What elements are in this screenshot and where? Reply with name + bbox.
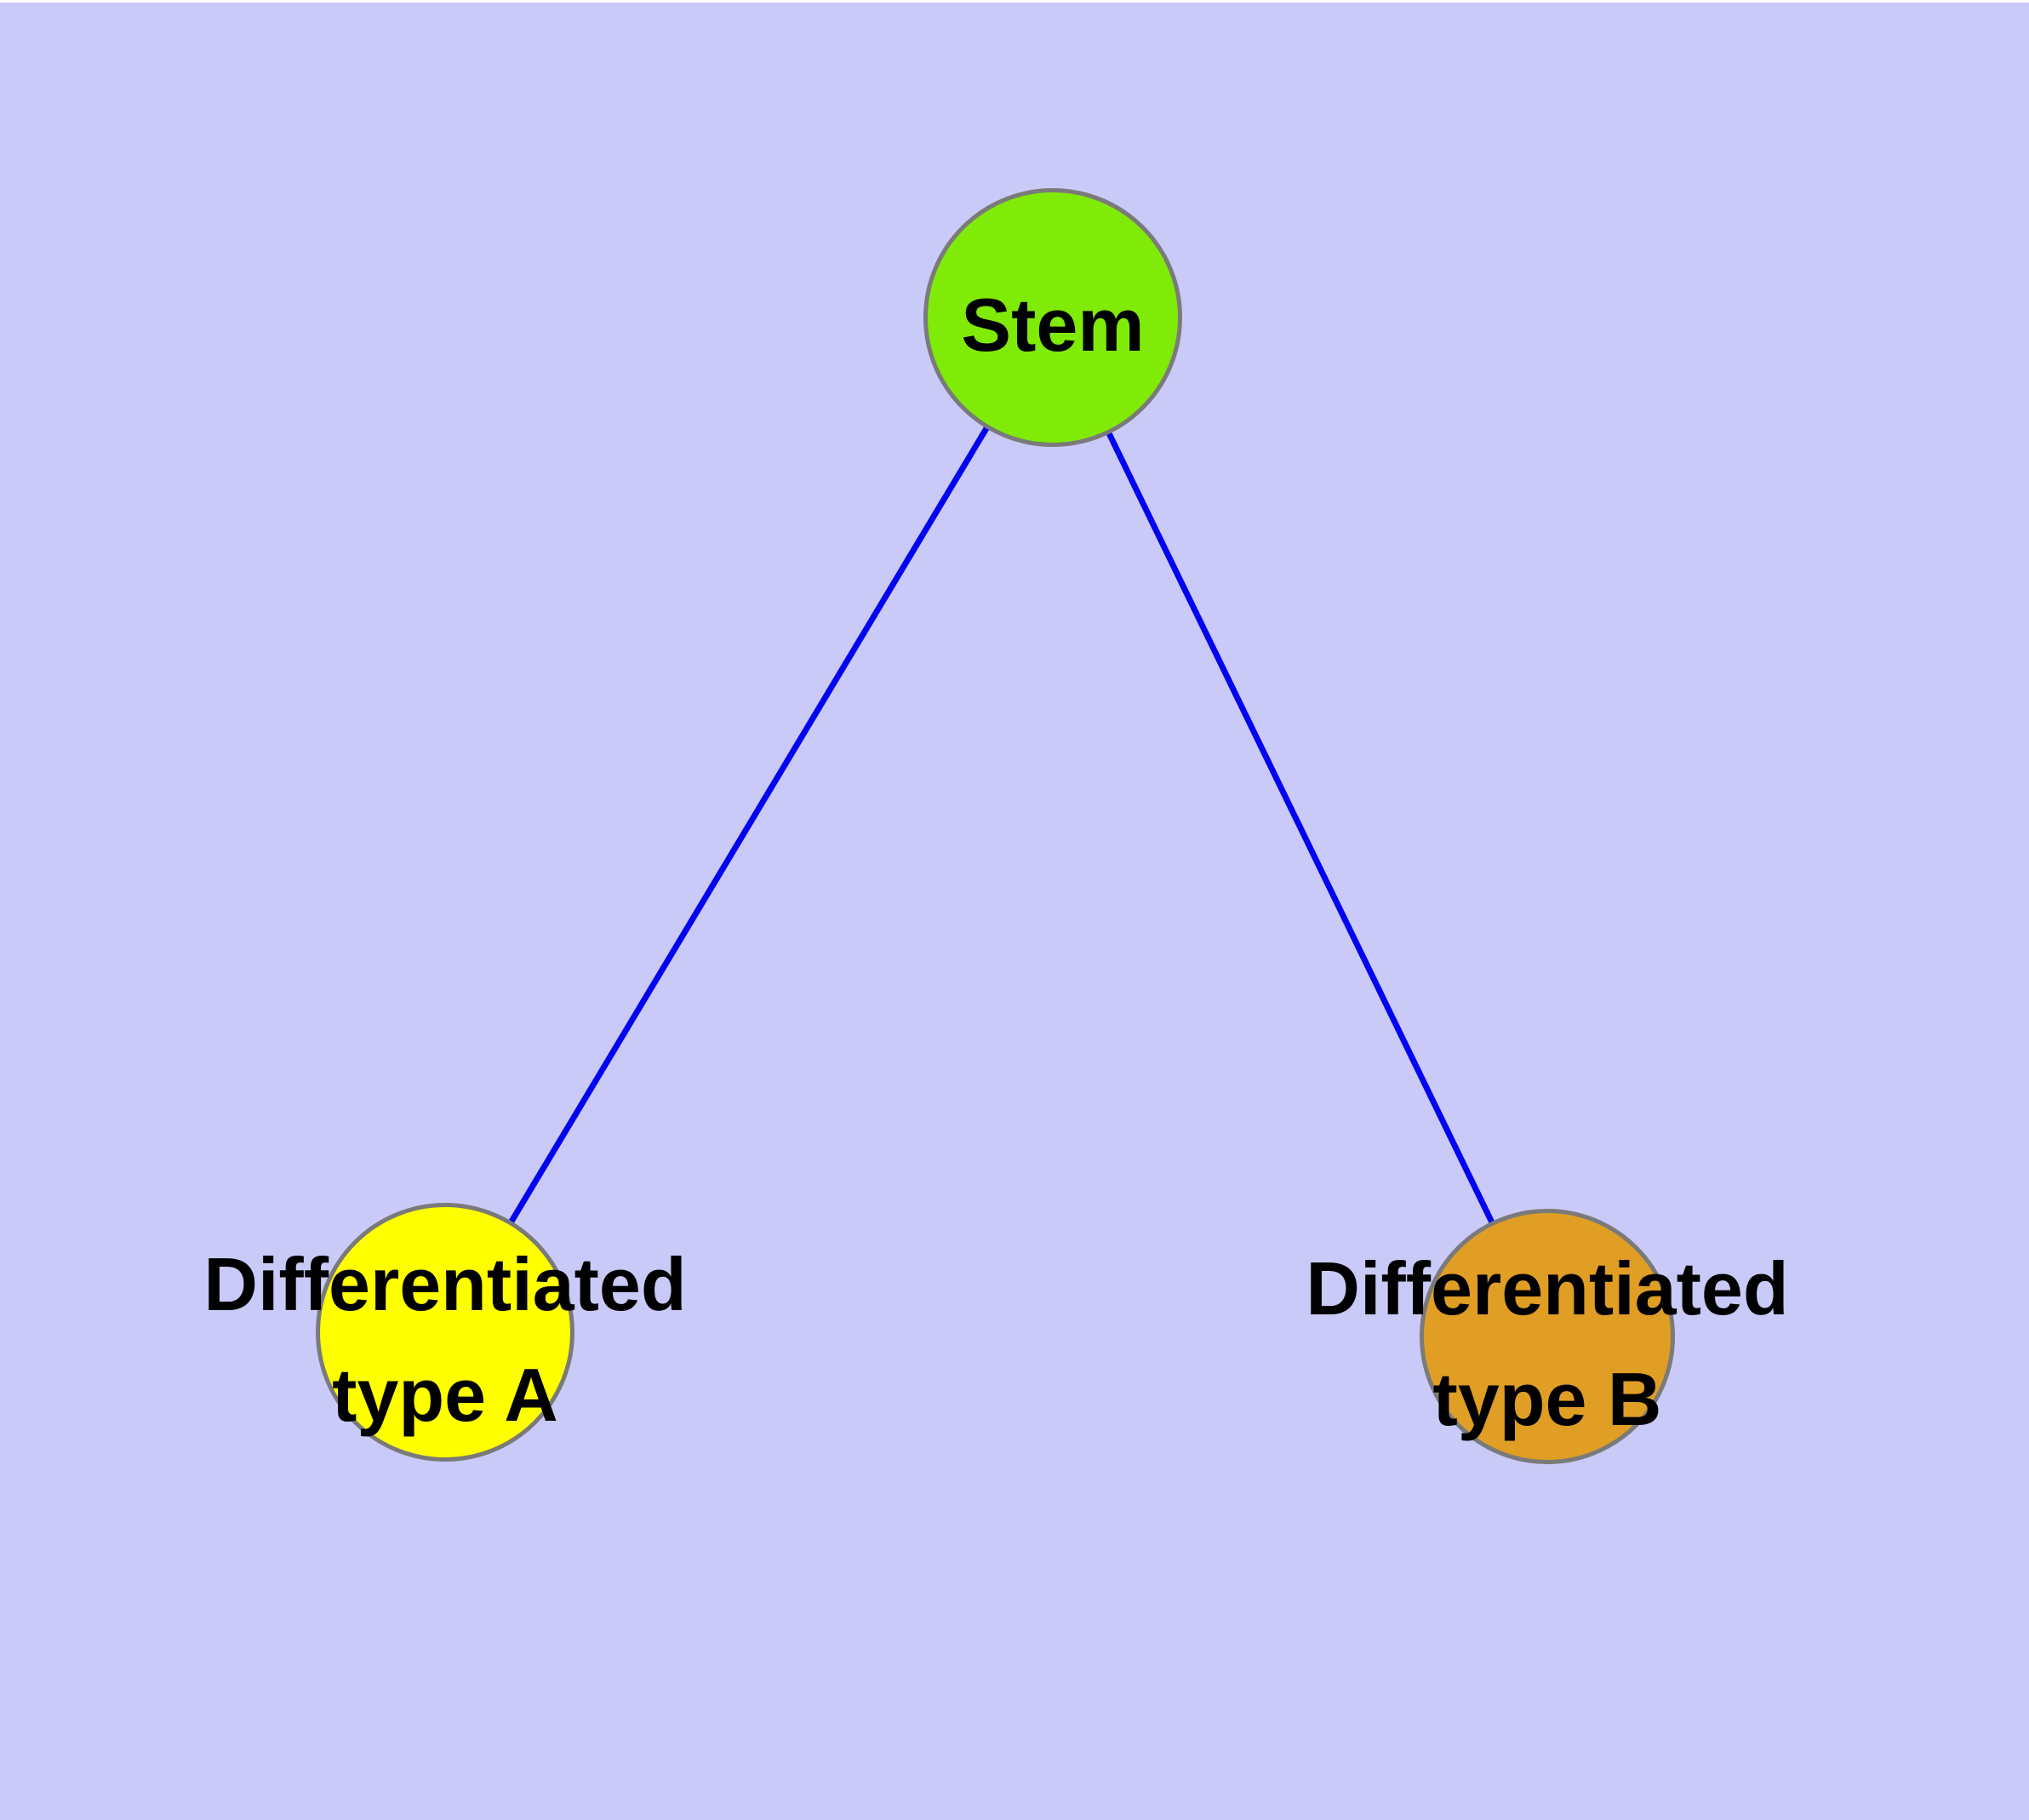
edge-stem-diff-b	[1049, 316, 1551, 1338]
node-differentiated-type-a[interactable]	[316, 1203, 574, 1462]
node-stem[interactable]	[923, 188, 1182, 447]
edge-stem-diff-a	[442, 316, 1056, 1334]
top-edge-strip	[0, 0, 2029, 3]
node-differentiated-type-b[interactable]	[1420, 1209, 1675, 1464]
